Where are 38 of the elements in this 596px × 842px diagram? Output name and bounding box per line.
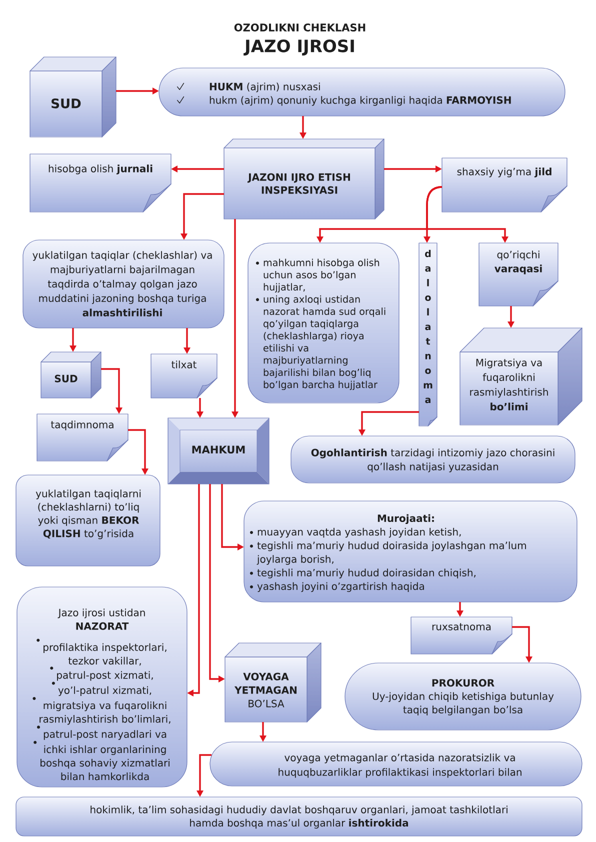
item-text: patrul-post naryadlari va	[44, 730, 166, 740]
item-text: tegishli ma’muriy hudud doirasidan chiqish,	[257, 568, 476, 578]
bevel-box: MAHKUM	[168, 418, 270, 484]
item-text: uning axloqi ustidan nazorat hamda sud orqali qo’yilgan taqiqlarga (cheklashlarga) rioya etilishi va majburiyatlarning bajarilishi bilan bog’liq bo’lgan barcha hujjatlar	[264, 295, 386, 390]
cube-box: SUD	[30, 56, 116, 138]
rounded-box: hokimlik, ta’lim sohasidagi hududiy davlat boshqaruv organlari, jamoat tashkilotlari hamda boshqa mas’ul organlar ishtirokida	[16, 796, 582, 836]
heading-text: NAZORAT	[76, 622, 129, 630]
cube-box: SUD	[40, 352, 102, 398]
document-box: qo’riqchi varaqasi	[478, 242, 558, 306]
pill-box: voyaga yetmaganlar o’rtasida nazoratsizlik va huquqbuzarliklar profilaktikasi inspektorlari bilan	[210, 742, 582, 786]
heading-text: Murojaati:	[378, 514, 434, 524]
rounded-box	[248, 242, 400, 404]
cube-box: VOYAGA YETMAGAN BO’LSA	[224, 642, 322, 722]
subtitle: OZODLIKNI CHEKLASH	[234, 24, 366, 32]
document-box: hisobga olish jurnali	[30, 154, 172, 212]
item-text: yo’l-patrul xizmati,	[58, 686, 152, 696]
document-box: shaxsiy yig’ma jild	[442, 158, 568, 212]
title: JAZO IJROSI	[244, 39, 354, 56]
cube-box: Migratsiya va fuqarolikni rasmiylashtirish bo’limi	[460, 328, 582, 426]
cube-box: JAZONI IJRO ETISH INSPEKSIYASI	[224, 138, 384, 220]
item-text: muayyan vaqtda yashash joyidan ketish,	[258, 528, 461, 538]
item-text: patrul-post xizmati,	[57, 671, 153, 681]
rounded-box: yuklatilgan taqiqlarni (cheklashlarni) to’liq yoki qisman BEKOR QILISH to’g’risida	[16, 474, 160, 566]
rounded-box	[244, 500, 578, 602]
item-text: yashash joyini o’zgartirish haqida	[257, 582, 424, 592]
document-box: ruxsatnoma	[410, 616, 512, 654]
document-strip: dalolatnoma	[418, 242, 438, 426]
item-text: hukm (ajrim) qonuniy kuchga kirganligi haqida FARMOYISH	[210, 96, 511, 106]
item-text: HUKM (ajrim) nusxasi	[210, 82, 320, 92]
pill-box	[158, 68, 566, 116]
document-box: taqdimnoma	[36, 414, 128, 462]
rounded-box: Ogohlantirish tarzidagi intizomiy jazo chorasini qo’llash natijasi yuzasidan	[290, 436, 576, 484]
rounded-box: yuklatilgan taqiqlar (cheklashlar) va majburiyatlarni bajarilmagan taqdirda o’talmay qolgan jazo muddatini jazoning boshqa turiga almashtirilishi	[22, 240, 224, 328]
rounded-box	[16, 586, 188, 788]
heading-text: Jazo ijrosi ustidan	[58, 608, 145, 618]
pill-box: PROKUROR Uy-joyidan chiqib ketishiga butunlay taqiq belgilangan bo’lsa	[344, 662, 582, 730]
document-box: tilxat	[150, 354, 218, 398]
item-text: ichki ishlar organlarining boshqa sohaviy xizmatlari bilan hamkorlikda	[40, 745, 170, 780]
